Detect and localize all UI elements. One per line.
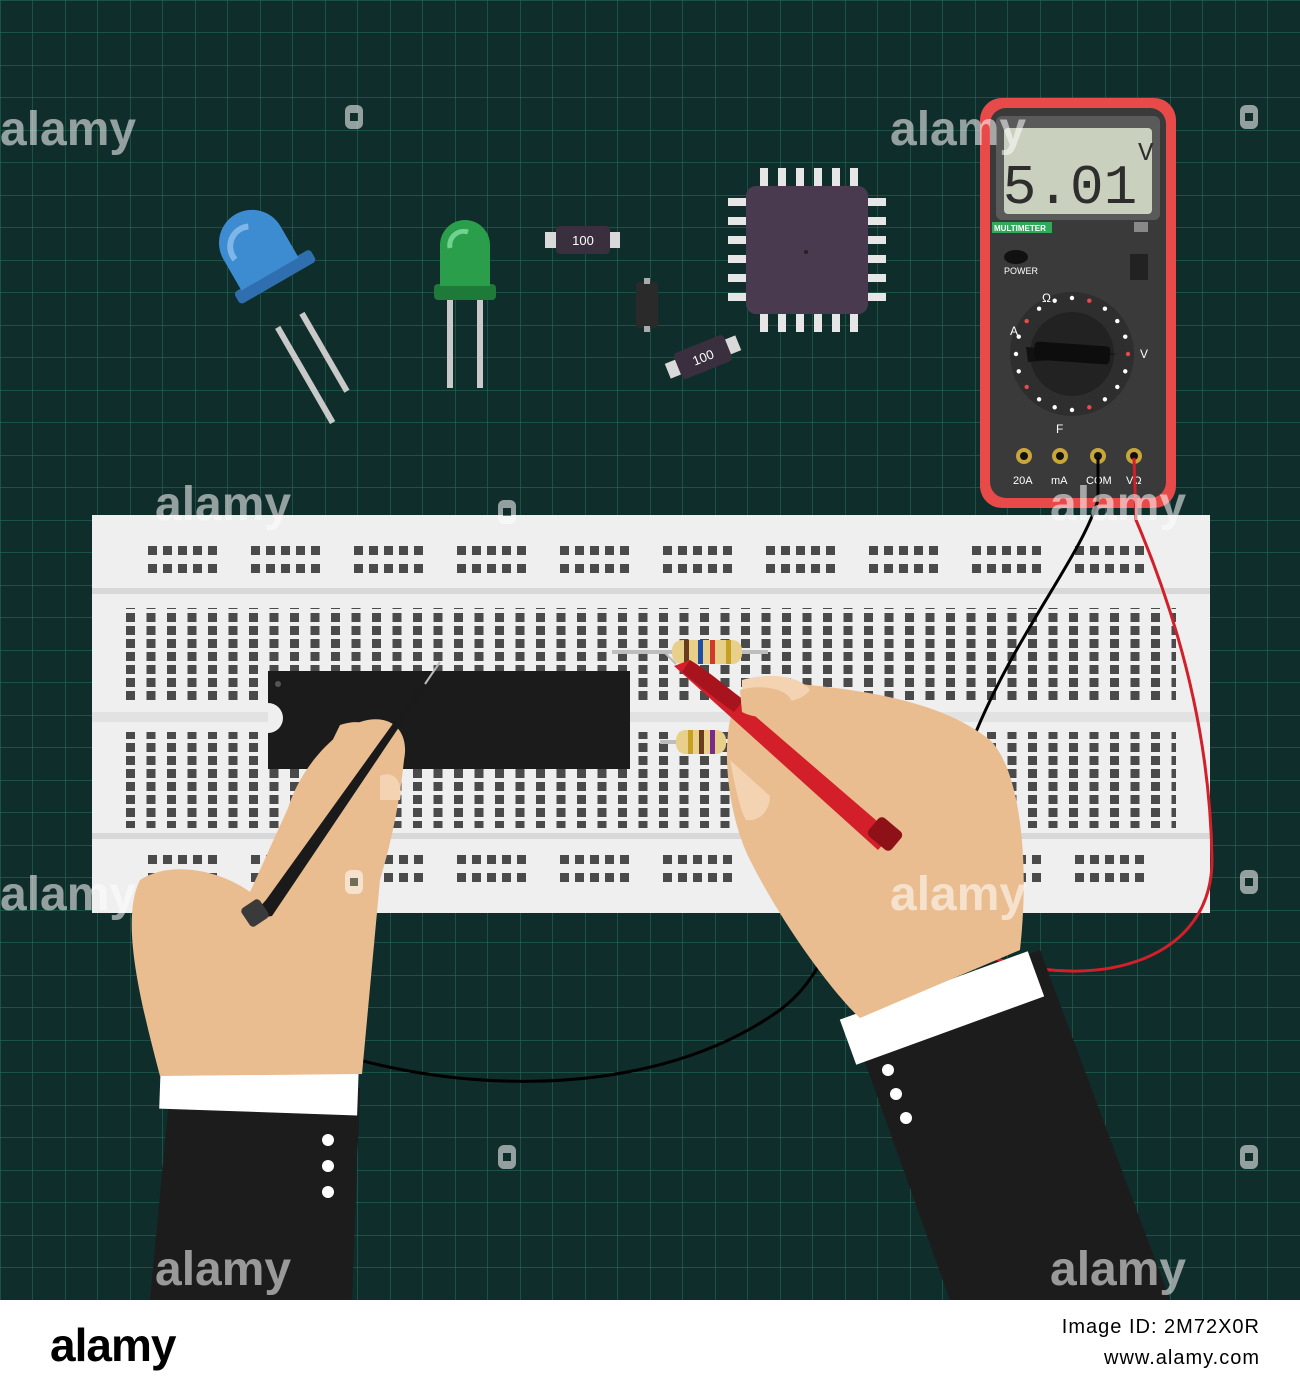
svg-text:mA: mA bbox=[1051, 475, 1068, 487]
power-label: POWER bbox=[1004, 266, 1039, 276]
watermark-text: alamy bbox=[890, 103, 1026, 156]
left-thumb bbox=[318, 722, 379, 770]
alamy-a-icon bbox=[345, 105, 363, 129]
svg-text:F: F bbox=[1056, 422, 1063, 436]
black-probe bbox=[241, 661, 441, 927]
svg-text:20A: 20A bbox=[1013, 475, 1033, 487]
alamy-a-icon bbox=[345, 870, 363, 894]
watermark-text: alamy bbox=[0, 868, 136, 921]
lcd-reading: 5.01 bbox=[1003, 156, 1137, 220]
resistor-bottom bbox=[660, 730, 726, 754]
lcd-screen bbox=[1004, 128, 1152, 214]
watermark-text: alamy bbox=[155, 1243, 291, 1296]
svg-text:A: A bbox=[1010, 324, 1018, 338]
svg-text:V: V bbox=[1140, 347, 1148, 361]
red-probe bbox=[663, 651, 903, 851]
illustration: 100 100 bbox=[0, 0, 1300, 1300]
watermark-text: alamy bbox=[0, 103, 136, 156]
smd-diode bbox=[636, 278, 658, 332]
alamy-a-icon bbox=[1240, 870, 1258, 894]
resistor-top bbox=[612, 640, 768, 664]
footer-logo[interactable]: alamy bbox=[50, 1319, 176, 1371]
stock-footer: alamy Image ID: 2M72X0R www.alamy.com bbox=[0, 1300, 1300, 1390]
watermark-text: alamy bbox=[1050, 1243, 1186, 1296]
watermark-text: alamy bbox=[890, 868, 1026, 921]
footer-url[interactable]: www.alamy.com bbox=[1104, 1347, 1260, 1369]
smd-resistor-2: 100 bbox=[664, 335, 742, 379]
alamy-a-icon bbox=[498, 500, 516, 524]
black-probe-lead bbox=[966, 458, 1100, 753]
alamy-a-icon bbox=[1240, 105, 1258, 129]
svg-text:100: 100 bbox=[572, 233, 594, 248]
image-id: Image ID: 2M72X0R bbox=[1061, 1316, 1260, 1338]
qfp-chip bbox=[728, 168, 886, 332]
led-blue bbox=[219, 209, 350, 425]
smd-resistor-1: 100 bbox=[545, 226, 620, 254]
breadboard bbox=[92, 515, 1210, 913]
right-fingers bbox=[740, 687, 792, 717]
multimeter-brand: MULTIMETER bbox=[994, 224, 1046, 233]
multimeter: 5.01 V MULTIMETER POWER Ω A V F 20A mA C… bbox=[980, 98, 1176, 508]
alamy-a-icon bbox=[498, 1145, 516, 1169]
power-button bbox=[1004, 250, 1028, 264]
led-green bbox=[434, 220, 496, 388]
watermark-text: alamy bbox=[1050, 478, 1186, 531]
lcd-unit: V bbox=[1138, 138, 1154, 168]
watermark-text: alamy bbox=[155, 478, 291, 531]
svg-text:Ω: Ω bbox=[1042, 291, 1051, 305]
watermark-overlay: alamy alamy alamy alamy alamy alamy alamy alamy bbox=[0, 103, 1258, 1296]
alamy-a-icon bbox=[1240, 1145, 1258, 1169]
